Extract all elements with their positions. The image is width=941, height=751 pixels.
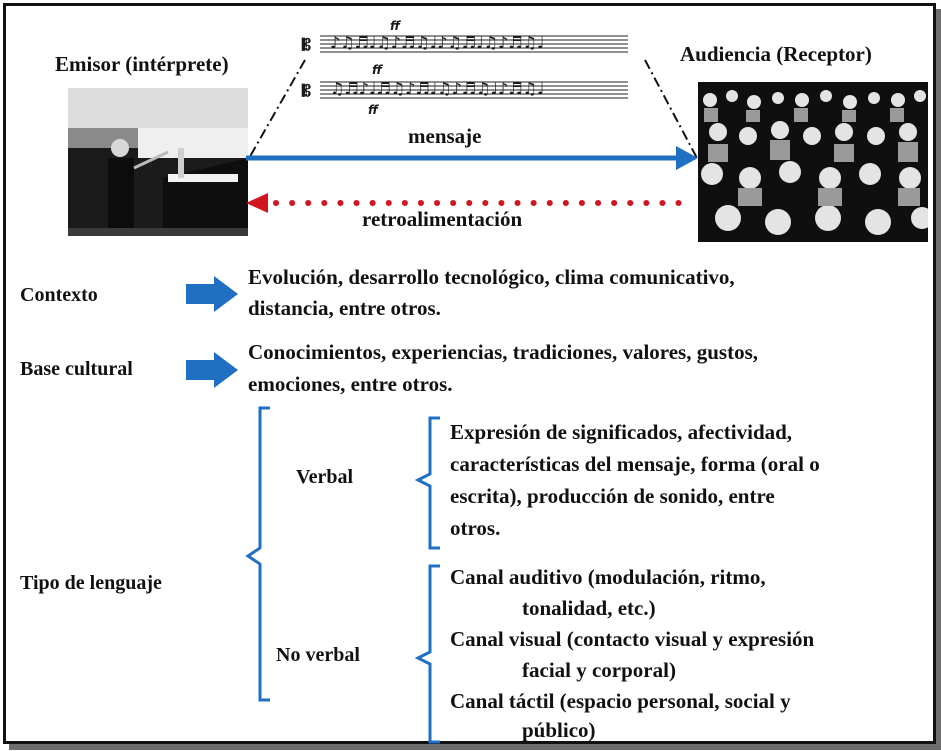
feedback-label: retroalimentación xyxy=(362,207,523,231)
context-label: Contexto xyxy=(20,284,98,306)
nonverbal-text-line: Canal visual (contacto visual y expresió… xyxy=(450,627,815,651)
verbal-label: Verbal xyxy=(296,466,354,488)
verbal-text-line: características del mensaje, forma (oral… xyxy=(450,452,820,476)
verbal-text-line: otros. xyxy=(450,516,501,540)
audience-photo xyxy=(698,82,928,242)
receiver-label: Audiencia (Receptor) xyxy=(680,42,872,66)
nonverbal-text-line: Canal auditivo (modulación, ritmo, xyxy=(450,565,766,589)
message-label: mensaje xyxy=(408,124,482,148)
performer-photo xyxy=(68,88,248,236)
culture-text-line1: Conocimientos, experiencias, tradiciones… xyxy=(248,340,758,364)
nonverbal-label: No verbal xyxy=(276,644,360,666)
verbal-text-line: Expresión de significados, afectividad, xyxy=(450,420,793,444)
nonverbal-text-line: facial y corporal) xyxy=(522,658,676,682)
nonverbal-text-line: público) xyxy=(522,718,596,742)
nonverbal-text-line: Canal táctil (espacio personal, social y xyxy=(450,689,791,713)
language-label: Tipo de lenguaje xyxy=(20,572,162,594)
sender-label: Emisor (intérprete) xyxy=(55,52,229,76)
nonverbal-text-line: tonalidad, etc.) xyxy=(522,596,656,620)
culture-text-line2: emociones, entre otros. xyxy=(248,372,453,396)
verbal-text-line: escrita), producción de sonido, entre xyxy=(450,484,775,508)
context-text-line2: distancia, entre otros. xyxy=(248,296,441,320)
context-text-line1: Evolución, desarrollo tecnológico, clima… xyxy=(248,265,735,289)
culture-label: Base cultural xyxy=(20,358,133,380)
